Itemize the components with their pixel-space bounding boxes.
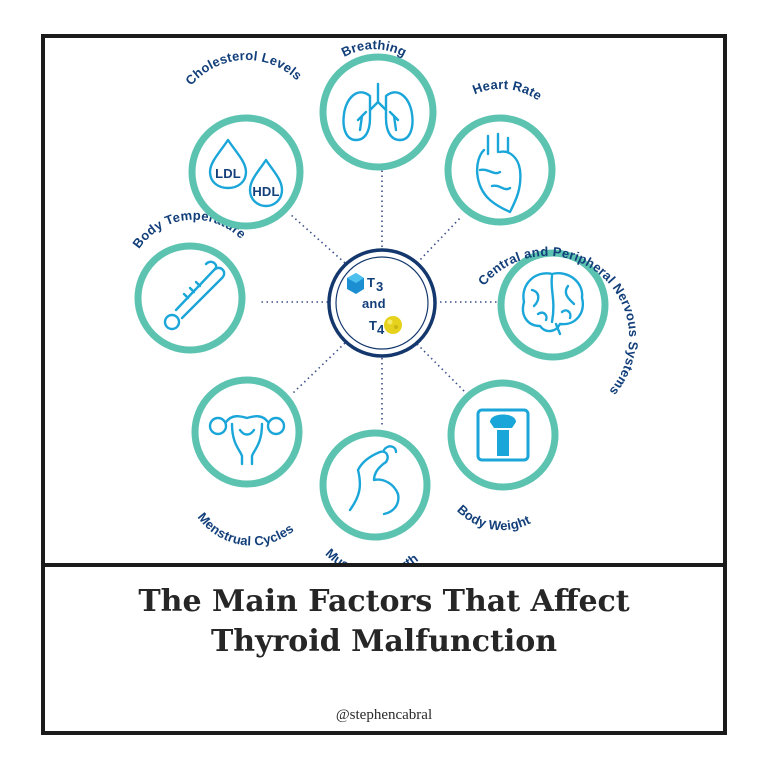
lungs-icon [342, 82, 414, 142]
factor-label-body-weight: Body Weight [454, 502, 533, 534]
factor-heart-rate: Heart Rate [444, 77, 556, 226]
connector-chol [289, 213, 346, 264]
t3-subscript: 3 [376, 279, 383, 294]
factor-menstrual-cycles: Menstrual Cycles [191, 376, 303, 549]
svg-text:Muscle Strength: Muscle Strength [323, 546, 421, 563]
factor-body-temperature: Body Temperature [129, 208, 249, 354]
title-line-2: Thyroid Malfunction [210, 624, 558, 659]
heart-icon [476, 132, 522, 214]
connector-weight [416, 343, 469, 396]
factor-label-menstrual-cycles: Menstrual Cycles [195, 509, 296, 548]
factor-label-muscle-strength: Muscle Strength [323, 546, 421, 563]
title-line-1: The Main Factors That Affect [138, 584, 630, 619]
t3-label: T [367, 275, 375, 290]
factor-label-breathing: Breathing [339, 38, 409, 60]
connector-lines [260, 166, 498, 428]
page-title: The Main Factors That Affect Thyroid Mal… [45, 582, 723, 662]
uterus-icon [208, 415, 286, 466]
thyroid-factors-diagram: T 3 and T 4 Breathing Heart Rate [129, 38, 641, 563]
factor-label-cholesterol-levels: Cholesterol Levels [182, 48, 305, 88]
t4-ball-icon [384, 316, 402, 334]
factor-label-heart-rate: Heart Rate [470, 77, 544, 103]
ldl-label: LDL [215, 166, 241, 181]
factor-breathing: Breathing [319, 38, 437, 171]
brain-icon [521, 272, 585, 336]
scale-icon [476, 408, 530, 462]
thermometer-icon [163, 260, 226, 331]
svg-text:Menstrual Cycles: Menstrual Cycles [195, 509, 297, 548]
flexed-arm-icon [348, 445, 400, 516]
author-handle: @stephencabral [335, 707, 433, 723]
svg-text:Body Weight: Body Weight [454, 502, 533, 534]
svg-text:Breathing: Breathing [339, 38, 409, 60]
factor-cholesterol-levels: Cholesterol Levels LDL HDL [182, 48, 305, 230]
t3-cube-icon [347, 273, 364, 294]
factor-muscle-strength: Muscle Strength [319, 429, 431, 563]
svg-text:Cholesterol Levels: Cholesterol Levels [182, 48, 305, 88]
frame-divider [41, 563, 727, 567]
svg-text:Heart Rate: Heart Rate [470, 77, 544, 103]
droplets-icon: LDL HDL [208, 138, 284, 208]
t4-subscript: 4 [377, 322, 385, 337]
and-label: and [362, 296, 386, 311]
connector-menstrual [291, 342, 346, 395]
factor-nervous-systems: Central and Peripheral Nervous Systems [475, 244, 641, 399]
t4-label: T [369, 318, 377, 333]
center-hormones: T 3 and T 4 [327, 248, 437, 358]
connector-heart [416, 215, 463, 264]
hdl-label: HDL [252, 184, 279, 199]
factor-body-weight: Body Weight [447, 379, 559, 534]
